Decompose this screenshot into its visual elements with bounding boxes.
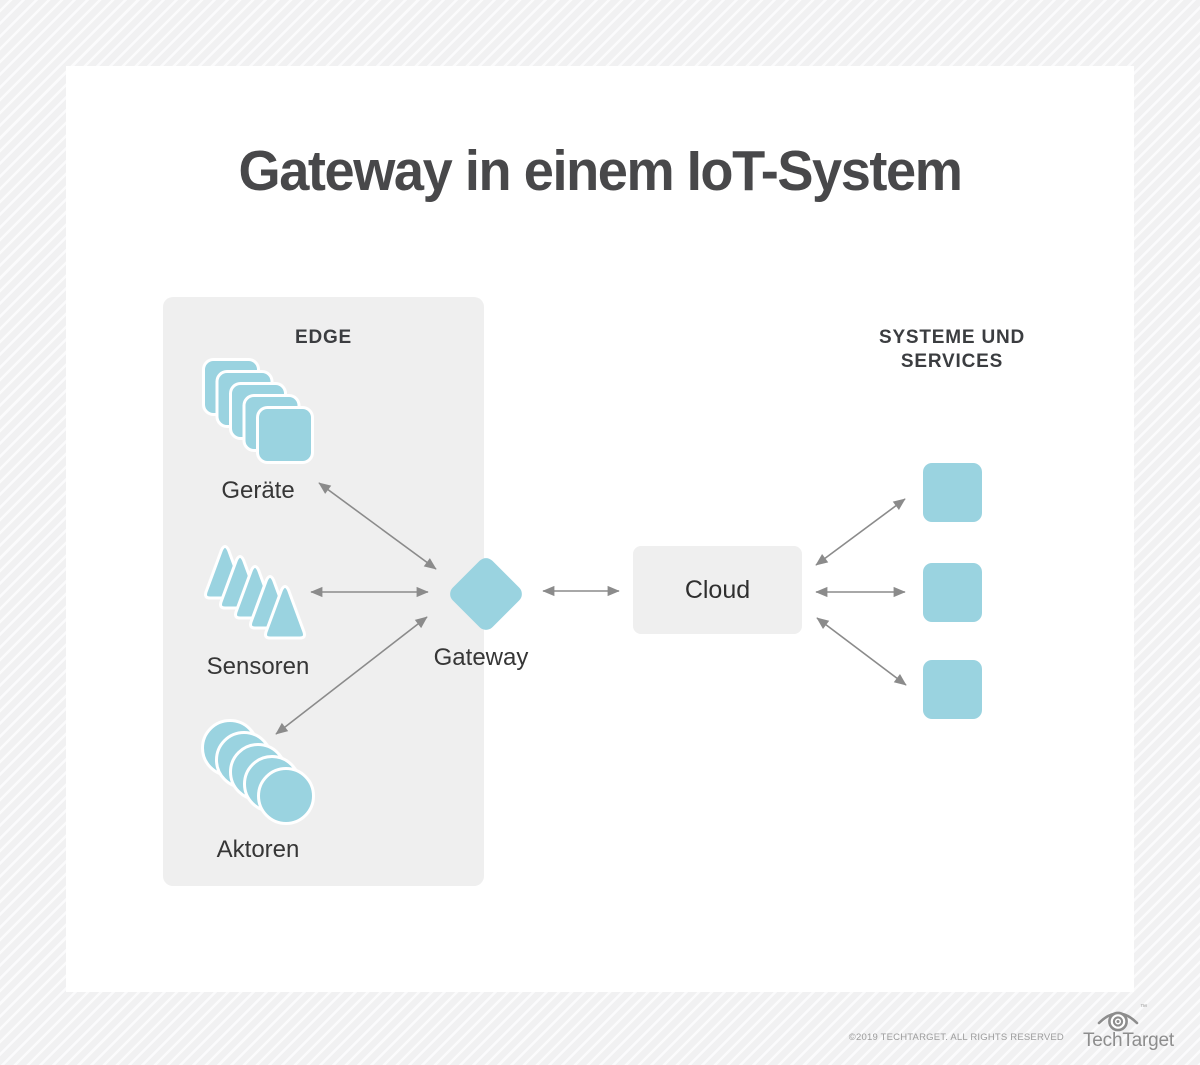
stacked-squares-icon <box>202 358 314 464</box>
cloud-label: Cloud <box>684 575 751 604</box>
page-title: Gateway in einem IoT-System <box>238 139 963 203</box>
gateway-label: Gateway <box>433 644 529 671</box>
services-header: SYSTEME UND SERVICES <box>842 326 1062 374</box>
service-box-1 <box>923 463 982 522</box>
devices-label: Geräte <box>221 477 295 504</box>
service-box-3 <box>923 660 982 719</box>
services-header-line1: SYSTEME UND <box>878 327 1026 348</box>
cloud-node: Cloud <box>633 546 802 634</box>
service-box-2 <box>923 563 982 622</box>
techtarget-eye-logo-icon <box>1097 1011 1139 1032</box>
stacked-triangles-icon <box>204 545 306 640</box>
sensors-label: Sensoren <box>206 653 310 680</box>
actors-label: Aktoren <box>216 836 300 863</box>
copyright-text: ©2019 TECHTARGET. ALL RIGHTS RESERVED <box>848 1032 1064 1043</box>
services-header-line2: SERVICES <box>900 351 1004 372</box>
stacked-circles-icon <box>201 719 315 825</box>
techtarget-wordmark: TechTarget <box>1083 1030 1174 1051</box>
trademark-symbol: ™ <box>1140 1004 1147 1011</box>
edge-panel-header: EDGE <box>294 327 353 348</box>
